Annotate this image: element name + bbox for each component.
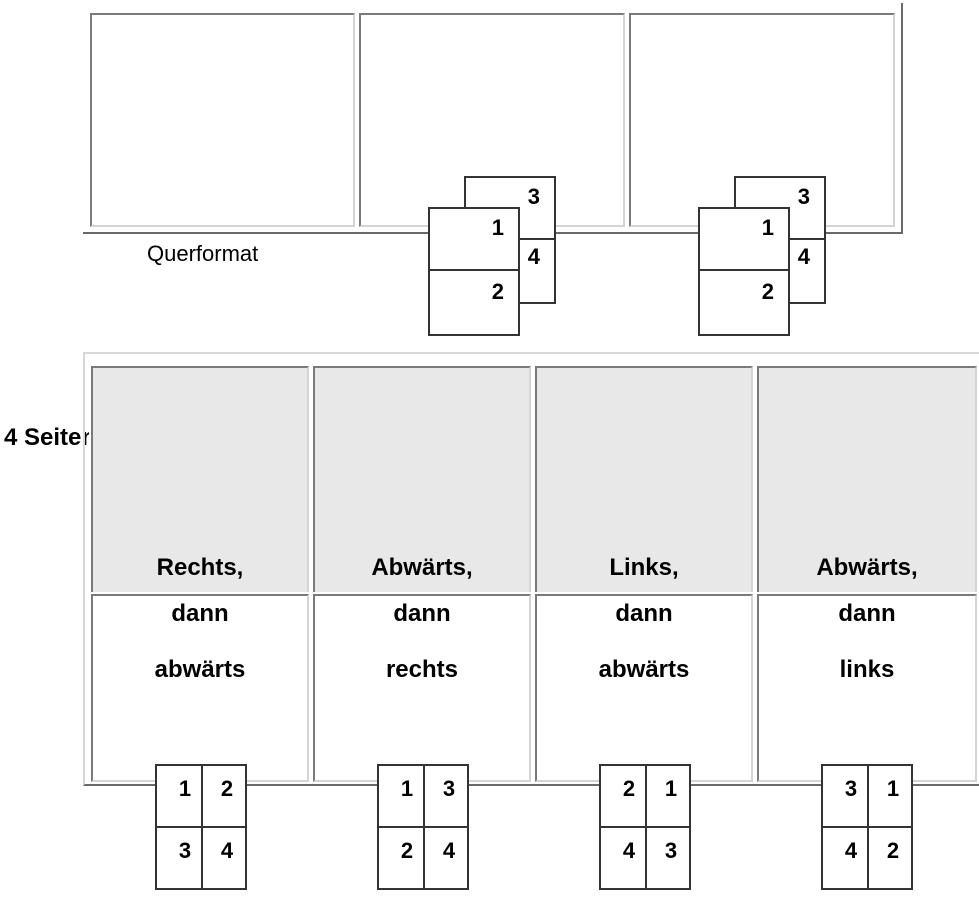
column-body: dann abwärts: [535, 594, 753, 782]
column-line-1: Links,: [609, 554, 679, 581]
four-pages-label: 4 Seiten: [4, 424, 89, 451]
page-stack-icon: 3 4 1 2: [428, 176, 558, 338]
column-line-3: abwärts: [154, 656, 246, 683]
page-order-grid-icon: 3 1 4 2: [821, 764, 913, 890]
column-body: dann abwärts: [91, 594, 309, 782]
column-line-2: dann: [838, 600, 896, 627]
column-line-3: rechts: [385, 656, 459, 683]
column-line-2: dann: [615, 600, 673, 627]
column-line-2: dann: [171, 600, 229, 627]
page-order-grid-icon: 1 2 3 4: [155, 764, 247, 890]
page-stack-icon: 3 4 1 2: [698, 176, 828, 338]
column-body: dann links: [757, 594, 977, 782]
landscape-label: Querformat: [147, 241, 259, 266]
column-body: dann rechts: [313, 594, 531, 782]
column-header: Abwärts,: [757, 366, 977, 592]
column-line-2: dann: [393, 600, 451, 627]
column-header: Rechts,: [91, 366, 309, 592]
column-header: Links,: [535, 366, 753, 592]
column-line-1: Abwärts,: [371, 554, 473, 581]
column-line-3: abwärts: [598, 656, 690, 683]
column-header: Abwärts,: [313, 366, 531, 592]
column-line-1: Abwärts,: [816, 554, 918, 581]
landscape-cell-1: [90, 13, 355, 227]
four-pages-table: Rechts, dann abwärts Abwärts, dann recht…: [83, 352, 979, 786]
column-line-3: links: [839, 656, 895, 683]
page-order-grid-icon: 1 3 2 4: [377, 764, 469, 890]
column-line-1: Rechts,: [156, 554, 244, 581]
page-order-grid-icon: 2 1 4 3: [599, 764, 691, 890]
